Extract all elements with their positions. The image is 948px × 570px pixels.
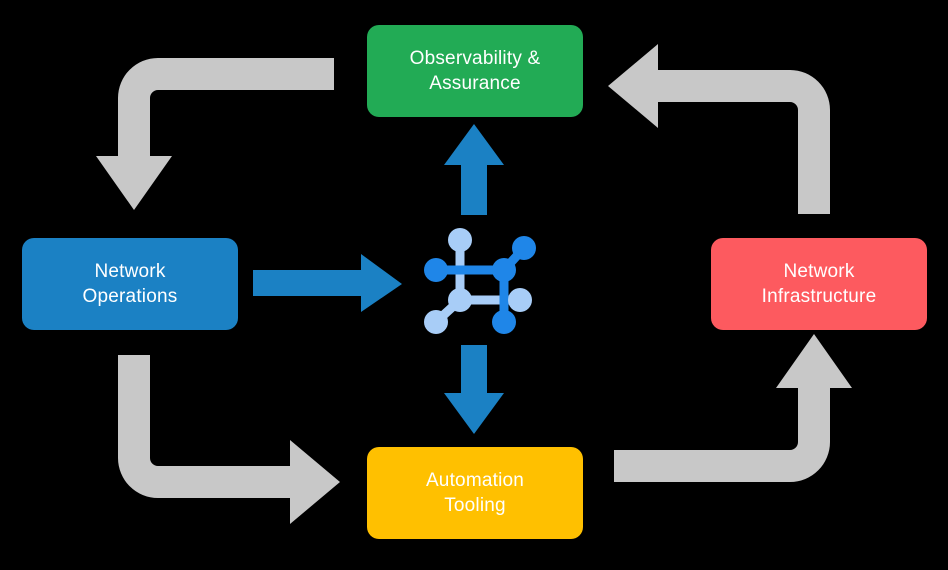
node-automation-tooling-label: Automation Tooling — [425, 469, 525, 516]
network-topology-icon-wrap — [418, 218, 538, 338]
topology-node-left — [424, 258, 448, 282]
node-observability-assurance[interactable]: Observability & Assurance — [367, 25, 583, 117]
center-arrow-up-icon — [444, 124, 504, 215]
topology-node-top-left — [448, 228, 472, 252]
node-network-infrastructure[interactable]: Network Infrastructure — [711, 238, 927, 330]
node-network-operations-label: Network Operations — [82, 260, 178, 307]
flow-arrow-netinfra-to-observability — [608, 44, 830, 214]
node-network-operations[interactable]: Network Operations — [22, 238, 238, 330]
topology-node-bottom — [492, 310, 516, 334]
node-automation-tooling[interactable]: Automation Tooling — [367, 447, 583, 539]
network-topology-icon — [424, 228, 536, 334]
topology-node-right — [508, 288, 532, 312]
topology-node-center — [492, 258, 516, 282]
flow-arrow-netops-to-automation — [118, 355, 340, 524]
center-arrow-down-icon — [444, 345, 504, 434]
topology-node-top-right — [512, 236, 536, 260]
node-observability-label: Observability & Assurance — [409, 47, 541, 94]
flow-arrow-automation-to-netinfra — [614, 334, 852, 482]
topology-node-bottom-corner — [424, 310, 448, 334]
flow-arrow-observability-to-netops — [96, 58, 334, 210]
center-arrow-right-icon — [253, 254, 402, 312]
topology-node-bottom-left — [448, 288, 472, 312]
node-network-infrastructure-label: Network Infrastructure — [761, 260, 877, 307]
